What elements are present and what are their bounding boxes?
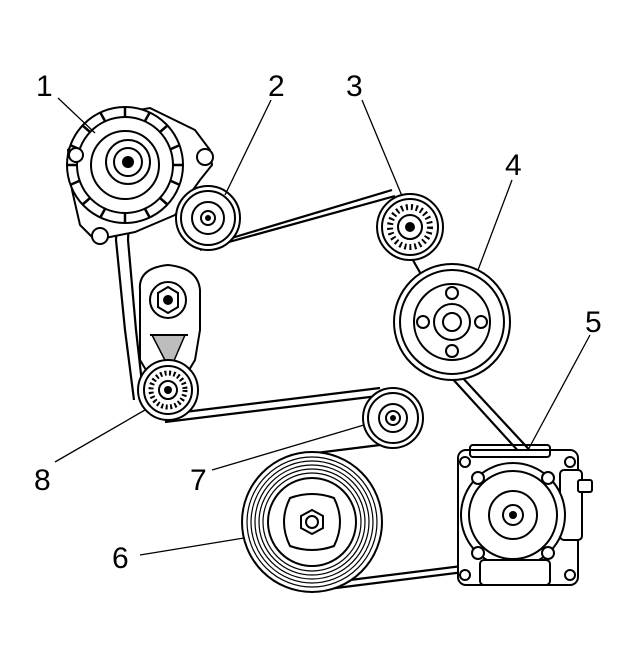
generator-fins [67, 107, 183, 223]
ac-compressor [457, 444, 593, 586]
idler-pulley-7 [362, 387, 424, 449]
callout-6: 6 [112, 542, 129, 575]
callout-3: 3 [346, 70, 363, 103]
crankshaft-balancer [241, 451, 383, 593]
pulley-4 [393, 263, 511, 381]
belt-tensioner [137, 263, 201, 421]
callout-8: 8 [34, 464, 51, 497]
leader-lines [54, 97, 591, 556]
idler-pulley-3 [376, 193, 444, 261]
callout-numbers: 1 2 3 4 5 6 7 8 [34, 70, 602, 575]
callout-4: 4 [505, 149, 522, 182]
callout-7: 7 [190, 464, 207, 497]
callout-5: 5 [585, 306, 602, 339]
callout-2: 2 [268, 70, 285, 103]
generator [66, 106, 214, 245]
idler-pulley-2 [175, 185, 241, 251]
callout-1: 1 [36, 70, 53, 103]
